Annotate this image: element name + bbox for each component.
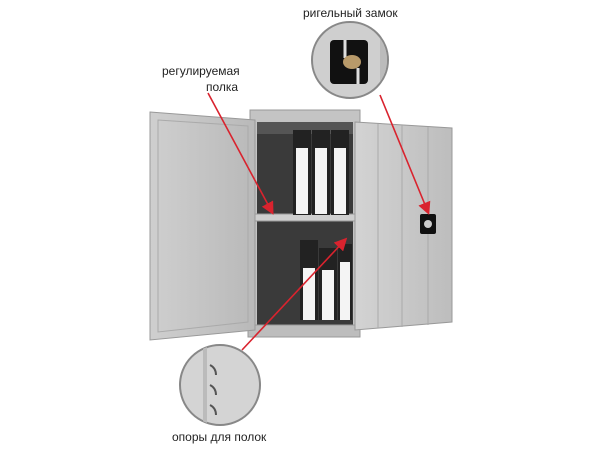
- lock-detail-circle: [311, 21, 389, 99]
- supports-detail-circle: [179, 344, 261, 426]
- cabinet-body: [247, 109, 361, 338]
- binders-bottom: [300, 240, 352, 320]
- lock-label: ригельный замок: [303, 6, 398, 20]
- shelf-label-line1: регулируемая: [162, 64, 240, 78]
- supports-label: опоры для полок: [172, 430, 267, 444]
- shelf-arrow: [207, 92, 274, 215]
- callout-arrows: [207, 92, 431, 351]
- adjustable-shelf: [254, 213, 356, 222]
- right-door: [354, 121, 453, 331]
- supports-arrow: [241, 237, 348, 351]
- left-door: [149, 111, 256, 341]
- shelf-label-line2: полка: [206, 80, 239, 94]
- lock-arrow: [379, 94, 431, 215]
- binders-top: [293, 130, 349, 215]
